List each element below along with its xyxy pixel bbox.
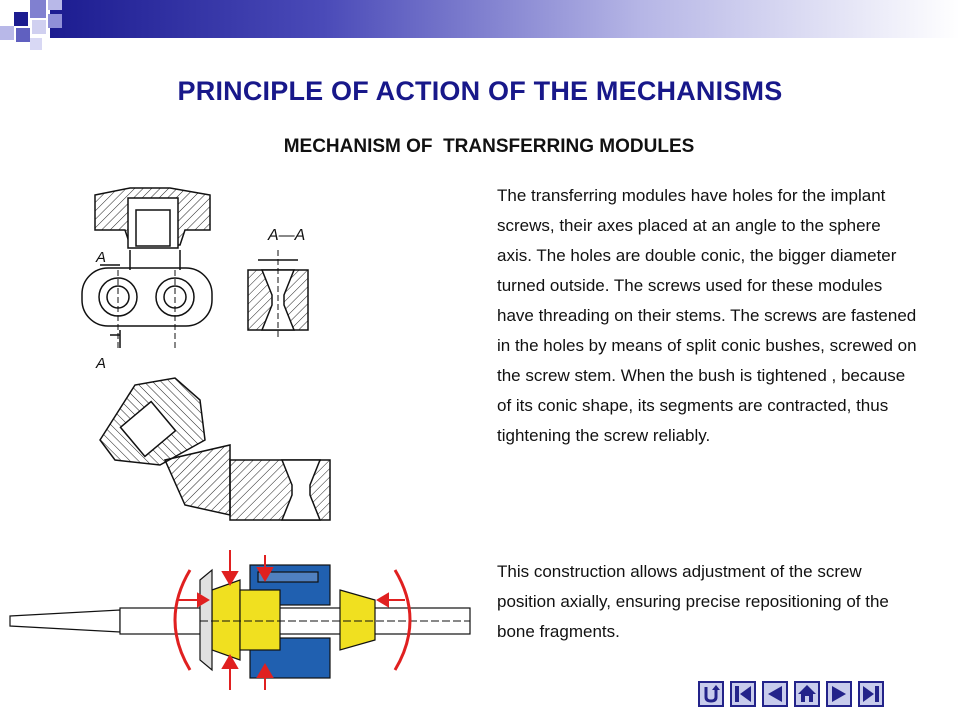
header-square — [30, 38, 42, 50]
header-gradient-bar — [50, 0, 960, 38]
slide-title: PRINCIPLE OF ACTION OF THE MECHANISMS — [177, 76, 783, 106]
home-icon — [798, 685, 816, 702]
header-square — [14, 12, 28, 26]
last-slide-icon — [863, 686, 879, 702]
header-square — [30, 0, 46, 18]
header-decoration — [0, 0, 960, 50]
section-title: A—A — [267, 227, 305, 244]
next-slide-icon — [832, 686, 846, 702]
slide-navigation — [698, 681, 884, 707]
home-button[interactable] — [794, 681, 820, 707]
header-square — [48, 14, 62, 28]
slide-subtitle: MECHANISM OF TRANSFERRING MODULES — [283, 136, 695, 157]
angled-view — [99, 377, 331, 521]
first-slide-button[interactable] — [730, 681, 756, 707]
last-slide-button[interactable] — [858, 681, 884, 707]
header-square — [16, 28, 30, 42]
header-square — [48, 0, 62, 10]
header-square — [32, 20, 46, 34]
cut-label-top: A — [95, 249, 106, 266]
cut-label-bottom: A — [95, 355, 106, 372]
previous-slide-button[interactable] — [762, 681, 788, 707]
previous-slide-icon — [768, 686, 782, 702]
section-view — [247, 250, 309, 340]
mechanism-drawing: A A A—A — [9, 187, 471, 690]
return-button[interactable] — [698, 681, 724, 707]
description-paragraph-1: The transferring modules have holes for … — [497, 186, 917, 445]
next-slide-button[interactable] — [826, 681, 852, 707]
return-icon — [704, 685, 720, 703]
first-slide-icon — [735, 686, 751, 702]
header-square — [0, 26, 14, 40]
force-arrows — [173, 550, 412, 690]
description-paragraph-2: This construction allows adjustment of t… — [497, 562, 889, 641]
front-view — [81, 187, 213, 350]
screw-assembly — [9, 564, 471, 679]
